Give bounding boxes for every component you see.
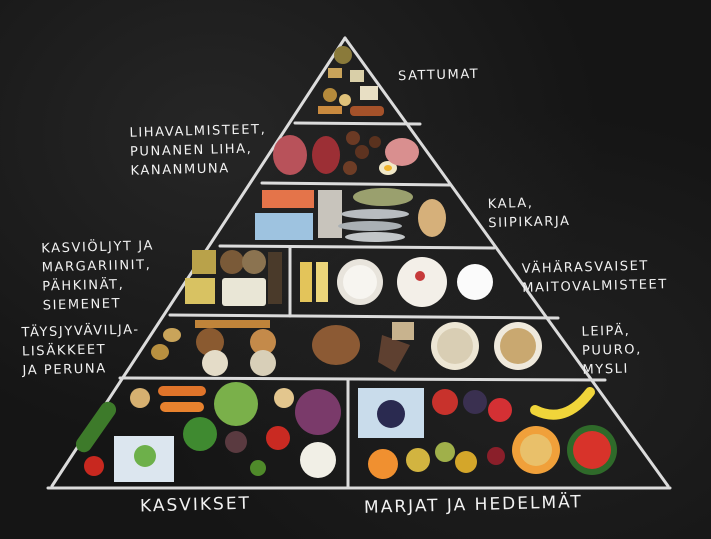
base-vegetables-foods bbox=[75, 382, 341, 482]
label-treats: SATTUMAT bbox=[397, 66, 480, 85]
tier-5-grains-potato-foods bbox=[151, 320, 276, 376]
tier-5-bread-cereal-foods bbox=[312, 322, 542, 372]
tier-4-oils-nuts-foods bbox=[185, 250, 282, 306]
label-grains-potato: TÄYSJYVÄVILJA- LISÄKKEET JA PERUNA bbox=[21, 322, 140, 379]
label-fish-poultry: KALA, SIIPIKARJA bbox=[487, 195, 571, 232]
label-vegetables: KASVIKSET bbox=[139, 493, 252, 517]
tier-2-meat-foods bbox=[273, 131, 419, 175]
tier-4-dairy-foods bbox=[300, 257, 493, 307]
divider-line-4 bbox=[168, 313, 560, 320]
label-dairy: VÄHÄRASVAISET MAITOVALMISTEET bbox=[521, 258, 669, 296]
label-meat-eggs: LIHAVALMISTEET, PUNANEN LIHA, KANANMUNA bbox=[129, 122, 267, 179]
divider-line-5 bbox=[118, 376, 607, 382]
base-berries-fruit-foods bbox=[358, 387, 617, 479]
tier-1-treats-foods bbox=[318, 46, 384, 116]
divider-line-3 bbox=[218, 244, 496, 250]
tier-3-fish-poultry-foods bbox=[255, 188, 446, 242]
pyramid-right-edge bbox=[343, 36, 670, 488]
divider-line-2 bbox=[260, 181, 452, 187]
label-bread-cereal: LEIPÄ, PUURO, MYSLI bbox=[581, 323, 643, 378]
divider-line-1 bbox=[293, 121, 422, 126]
label-oils-nuts: KASVIÖLJYT JA MARGARIINIT, PÄHKINÄT, SIE… bbox=[41, 238, 155, 314]
